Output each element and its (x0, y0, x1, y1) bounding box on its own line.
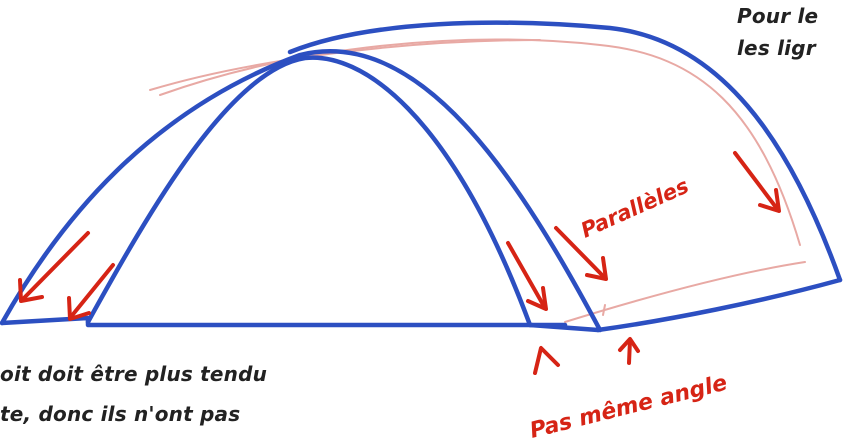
faint-construction-sketch (149, 38, 806, 323)
door-arch (85, 55, 533, 328)
arrow-up-left (533, 346, 560, 375)
arrow-up-right (618, 337, 640, 365)
right-base-line (595, 277, 843, 333)
door-base-connector (527, 322, 601, 333)
angle-label: Pas même angle (527, 371, 729, 444)
parallel-label: Parallèles (577, 174, 692, 243)
bottom-left-note-line1: oit doit être plus tendu (0, 362, 268, 386)
arrow-right-wall (733, 151, 781, 213)
back-arch (287, 20, 843, 283)
arrow-door-right (554, 226, 608, 281)
arrow-left-outer (18, 231, 90, 303)
arrow-left-inner (67, 263, 115, 321)
annotation-arrows (18, 151, 781, 375)
top-right-note-line1: Pour le (737, 4, 819, 28)
bottom-left-note-line2: te, donc ils n'ont pas (0, 402, 241, 426)
front-outer-arch (0, 49, 603, 333)
arrow-door-left (506, 241, 548, 311)
tent-outline (0, 20, 843, 333)
ground-line (0, 315, 568, 328)
top-right-note-line2: les ligr (737, 36, 816, 60)
